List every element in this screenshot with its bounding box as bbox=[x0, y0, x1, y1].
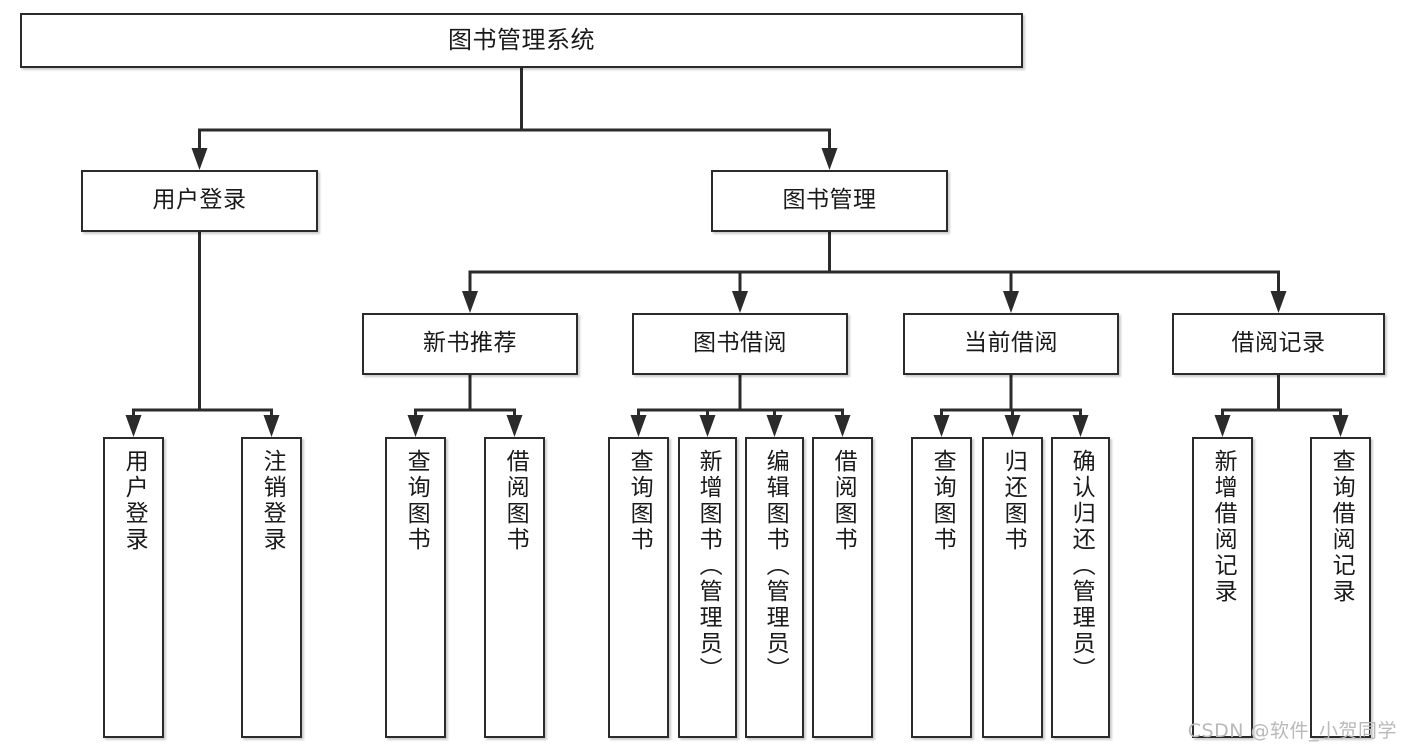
node-label: 用户登录 bbox=[152, 187, 247, 214]
node-login[interactable]: 用户登录 bbox=[81, 170, 318, 232]
node-label: 查询图书 bbox=[403, 449, 430, 553]
node-label: 借阅记录 bbox=[1231, 330, 1326, 357]
node-borrow[interactable]: 图书借阅 bbox=[632, 313, 848, 375]
node-label: 借阅图书 bbox=[830, 449, 857, 553]
node-label: 确认归还（管理员） bbox=[1068, 449, 1095, 683]
node-label: 图书管理 bbox=[782, 187, 877, 214]
node-label: 编辑图书（管理员） bbox=[762, 449, 789, 683]
node-leaf8[interactable]: 借阅图书 bbox=[812, 437, 873, 738]
node-leaf6[interactable]: 新增图书（管理员） bbox=[678, 437, 737, 738]
node-label: 新增借阅记录 bbox=[1210, 449, 1237, 605]
node-label: 图书借阅 bbox=[693, 330, 787, 357]
node-label: 查询图书 bbox=[626, 449, 653, 553]
node-label: 借阅图书 bbox=[502, 449, 529, 553]
node-leaf13[interactable]: 查询借阅记录 bbox=[1310, 437, 1371, 738]
node-bookmgmt[interactable]: 图书管理 bbox=[711, 170, 948, 232]
node-label: 注销登录 bbox=[259, 449, 286, 553]
node-label: 查询借阅记录 bbox=[1328, 449, 1355, 605]
node-leaf7[interactable]: 编辑图书（管理员） bbox=[745, 437, 804, 738]
node-current[interactable]: 当前借阅 bbox=[903, 313, 1119, 375]
node-label: 查询图书 bbox=[929, 449, 956, 553]
watermark-label: CSDN @软件_小贺同学 bbox=[1187, 720, 1397, 742]
node-leaf9[interactable]: 查询图书 bbox=[911, 437, 972, 738]
node-label: 新增图书（管理员） bbox=[695, 449, 722, 683]
node-newbook[interactable]: 新书推荐 bbox=[362, 313, 578, 375]
node-leaf2[interactable]: 注销登录 bbox=[241, 437, 302, 738]
node-root[interactable]: 图书管理系统 bbox=[20, 13, 1023, 68]
node-records[interactable]: 借阅记录 bbox=[1172, 313, 1385, 375]
node-leaf10[interactable]: 归还图书 bbox=[982, 437, 1043, 738]
node-label: 用户登录 bbox=[121, 449, 148, 553]
node-label: 新书推荐 bbox=[423, 330, 517, 357]
node-leaf3[interactable]: 查询图书 bbox=[385, 437, 446, 738]
node-label: 归还图书 bbox=[1000, 449, 1027, 553]
node-label: 图书管理系统 bbox=[448, 26, 595, 55]
node-leaf4[interactable]: 借阅图书 bbox=[484, 437, 545, 738]
node-leaf1[interactable]: 用户登录 bbox=[103, 437, 164, 738]
node-leaf11[interactable]: 确认归还（管理员） bbox=[1051, 437, 1110, 738]
node-label: 当前借阅 bbox=[964, 330, 1058, 357]
node-leaf5[interactable]: 查询图书 bbox=[608, 437, 669, 738]
node-leaf12[interactable]: 新增借阅记录 bbox=[1192, 437, 1253, 738]
